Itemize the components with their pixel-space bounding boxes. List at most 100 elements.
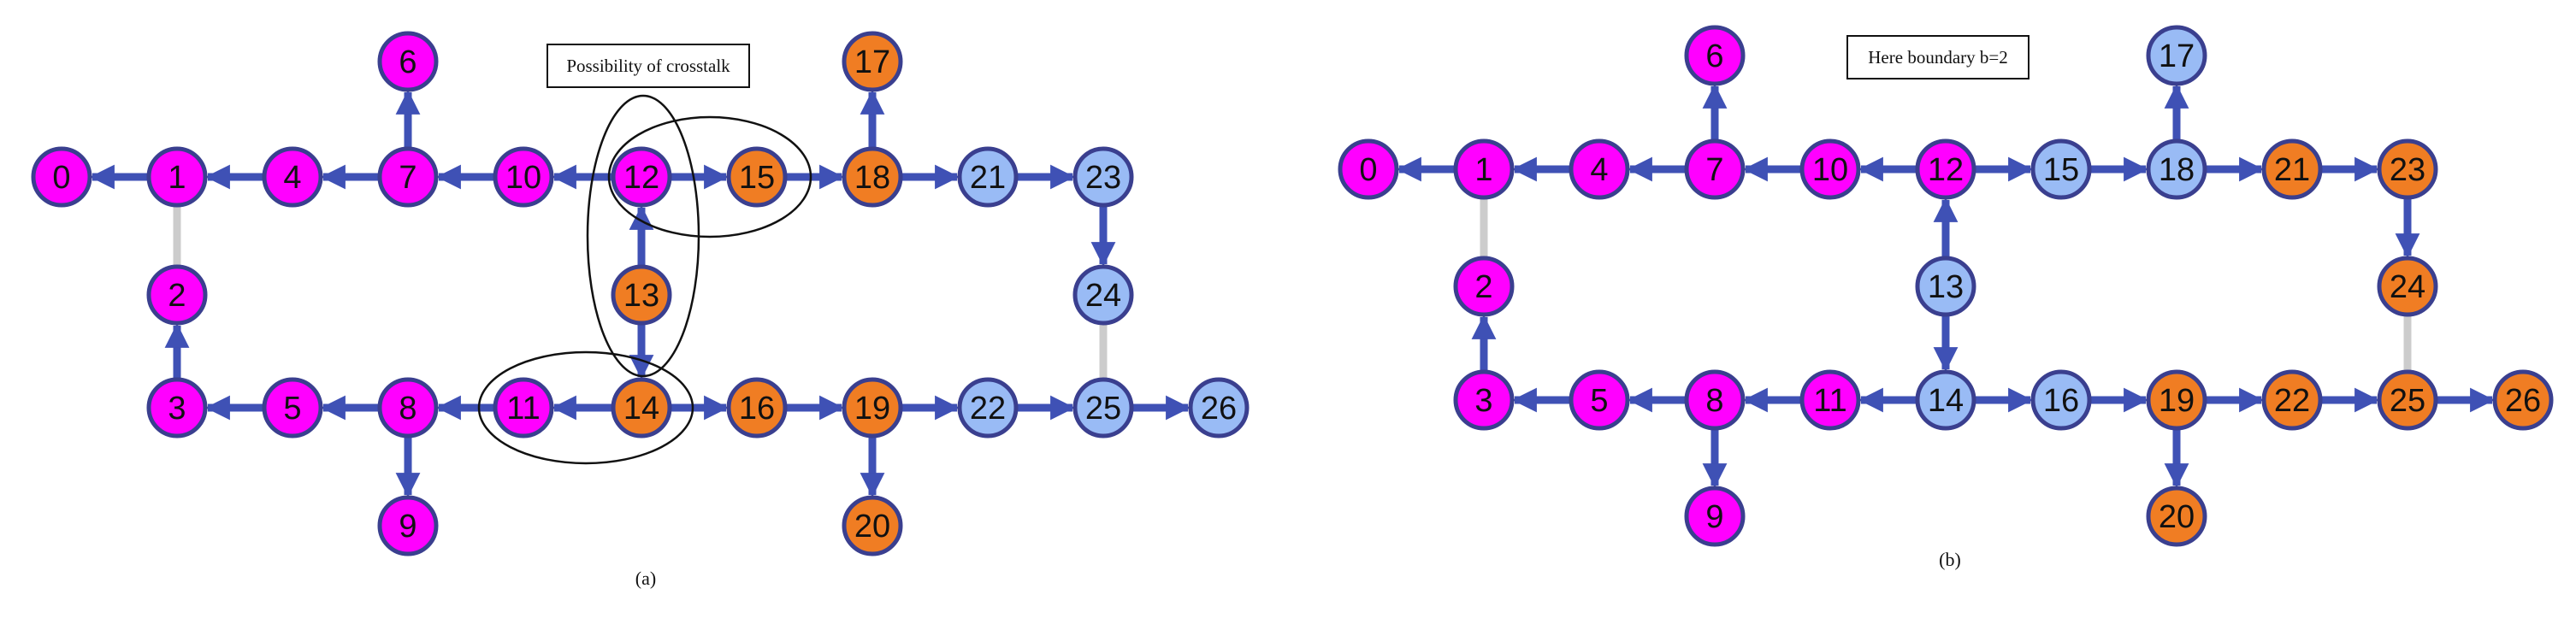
edges-a [90, 90, 1191, 497]
node-label-23: 23 [2390, 152, 2425, 188]
node-label-11: 11 [506, 391, 540, 427]
edges-b [1397, 84, 2495, 488]
node-circle-25 [1072, 377, 1134, 439]
node-circle-21 [2261, 138, 2323, 200]
node-label-10: 10 [505, 160, 541, 196]
node-label-9: 9 [1705, 499, 1723, 535]
node-label-25: 25 [2390, 383, 2425, 419]
node-label-16: 16 [2043, 383, 2079, 419]
node-circle-6 [377, 31, 439, 92]
node-25: 25 [1072, 377, 1134, 439]
node-label-18: 18 [854, 160, 890, 196]
node-circle-15 [2030, 138, 2092, 200]
caption-a: (a) [635, 568, 656, 589]
node-label-7: 7 [1705, 152, 1723, 188]
node-circle-20 [2146, 486, 2207, 547]
node-17: 17 [2146, 25, 2207, 86]
node-label-26: 26 [2505, 383, 2541, 419]
node-15: 15 [2030, 138, 2092, 200]
node-9: 9 [377, 495, 439, 556]
node-circle-10 [1799, 138, 1861, 200]
node-circle-2 [1453, 256, 1515, 317]
node-label-0: 0 [52, 160, 70, 196]
node-circle-5 [1569, 369, 1630, 431]
node-circle-14 [611, 377, 672, 439]
node-circle-7 [377, 146, 439, 208]
node-20: 20 [842, 495, 903, 556]
node-7: 7 [377, 146, 439, 208]
node-label-20: 20 [2159, 499, 2195, 535]
node-circle-18 [842, 146, 903, 208]
node-label-2: 2 [168, 278, 186, 314]
node-circle-8 [377, 377, 439, 439]
node-circle-26 [1188, 377, 1250, 439]
node-10: 10 [1799, 138, 1861, 200]
node-circle-5 [262, 377, 323, 439]
node-circle-0 [1338, 138, 1399, 200]
node-label-5: 5 [1590, 383, 1608, 419]
node-label-15: 15 [2043, 152, 2079, 188]
node-13: 13 [611, 264, 672, 326]
node-label-25: 25 [1085, 391, 1121, 427]
node-circle-3 [1453, 369, 1515, 431]
node-label-8: 8 [1705, 383, 1723, 419]
node-12: 12 [1915, 138, 1976, 200]
node-circle-4 [262, 146, 323, 208]
node-circle-0 [31, 146, 92, 208]
node-3: 3 [1453, 369, 1515, 431]
node-label-1: 1 [1474, 152, 1492, 188]
node-circle-4 [1569, 138, 1630, 200]
node-circle-21 [957, 146, 1019, 208]
node-circle-25 [2377, 369, 2438, 431]
node-label-22: 22 [2274, 383, 2310, 419]
node-circle-12 [611, 146, 672, 208]
node-label-14: 14 [1928, 383, 1964, 419]
node-18: 18 [2146, 138, 2207, 200]
node-10: 10 [493, 146, 554, 208]
node-circle-18 [2146, 138, 2207, 200]
node-label-3: 3 [168, 391, 186, 427]
node-8: 8 [377, 377, 439, 439]
node-19: 19 [842, 377, 903, 439]
node-8: 8 [1684, 369, 1746, 431]
node-11: 11 [1799, 369, 1861, 431]
node-circle-24 [1072, 264, 1134, 326]
node-label-24: 24 [1085, 278, 1121, 314]
node-label-12: 12 [623, 160, 659, 196]
node-label-19: 19 [854, 391, 890, 427]
node-circle-16 [726, 377, 788, 439]
node-circle-1 [1453, 138, 1515, 200]
node-12: 12 [611, 146, 672, 208]
node-label-21: 21 [2274, 152, 2310, 188]
node-label-24: 24 [2390, 269, 2425, 305]
node-circle-11 [493, 377, 554, 439]
node-21: 21 [2261, 138, 2323, 200]
caption-b: (b) [1939, 549, 1961, 570]
node-24: 24 [2377, 256, 2438, 317]
node-25: 25 [2377, 369, 2438, 431]
node-circle-10 [493, 146, 554, 208]
node-20: 20 [2146, 486, 2207, 547]
node-label-8: 8 [399, 391, 417, 427]
node-label-10: 10 [1812, 152, 1848, 188]
node-circle-3 [146, 377, 208, 439]
node-circle-22 [957, 377, 1019, 439]
node-13: 13 [1915, 256, 1976, 317]
node-16: 16 [2030, 369, 2092, 431]
node-label-7: 7 [399, 160, 417, 196]
node-14: 14 [611, 377, 672, 439]
node-label-0: 0 [1359, 152, 1377, 188]
node-circle-20 [842, 495, 903, 556]
node-label-6: 6 [399, 44, 417, 80]
node-label-5: 5 [283, 391, 301, 427]
node-label-17: 17 [2159, 38, 2195, 74]
node-label-3: 3 [1474, 383, 1492, 419]
node-label-9: 9 [399, 509, 417, 545]
node-19: 19 [2146, 369, 2207, 431]
node-label-14: 14 [623, 391, 659, 427]
node-circle-26 [2492, 369, 2554, 431]
node-26: 26 [2492, 369, 2554, 431]
node-label-26: 26 [1201, 391, 1237, 427]
node-label-18: 18 [2159, 152, 2195, 188]
